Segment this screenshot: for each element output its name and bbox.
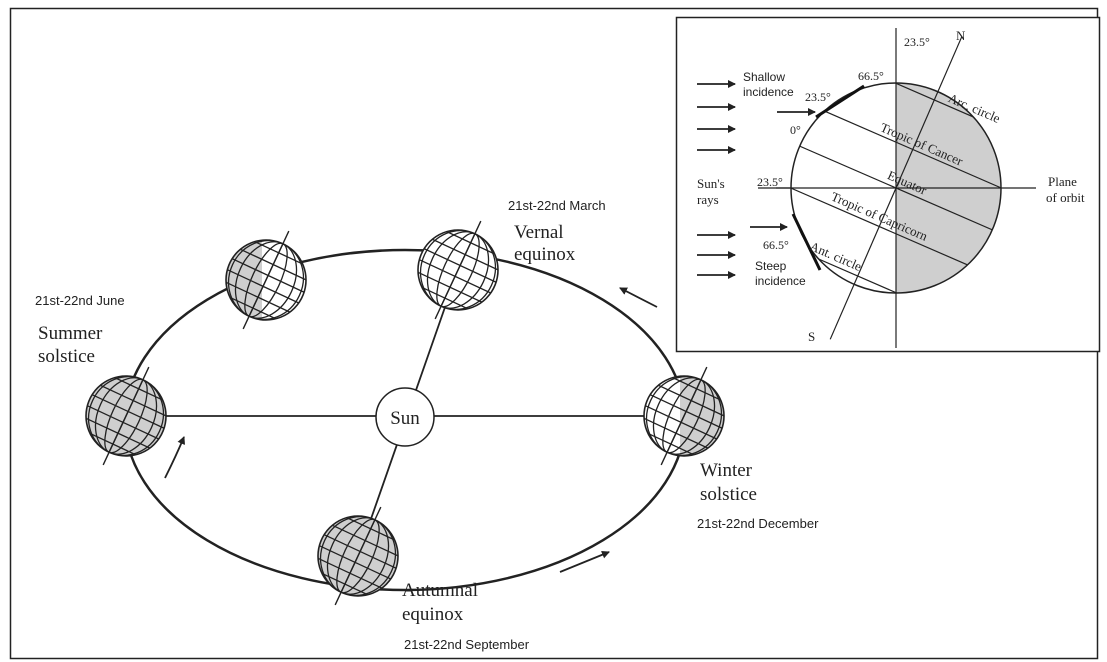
inset-panel: N S 23.5° 66.5° 23.5° 0° 23.5° 66.5° Sha… — [675, 16, 1101, 353]
earth-axis-line — [829, 36, 963, 340]
steep-incidence-line1: Steep — [755, 259, 787, 273]
globe-top-left — [225, 230, 307, 330]
winter-label-line2: solstice — [700, 484, 757, 505]
angle-0-label: 0° — [790, 123, 801, 137]
autumnal-date: 21st-22nd September — [404, 637, 530, 652]
vernal-label-line1: Vernal — [514, 222, 564, 243]
vernal-date: 21st-22nd March — [508, 198, 606, 213]
angle-top-label: 23.5° — [904, 35, 930, 49]
sun — [375, 387, 435, 447]
angle-665-lower-label: 66.5° — [763, 238, 789, 252]
winter-date: 21st-22nd December — [697, 516, 819, 531]
orbit-arrow-top-right — [619, 287, 658, 308]
sun-rays-label-line1: Sun's — [697, 176, 725, 191]
orbit-arrow-bottom — [559, 550, 610, 573]
shallow-incidence-surface — [815, 84, 865, 119]
summer-label-line2: solstice — [38, 346, 95, 367]
angle-235-mid-label: 23.5° — [757, 175, 783, 189]
orbit-arrow-left — [164, 436, 185, 479]
plane-of-orbit-label-line2: of orbit — [1046, 190, 1085, 205]
globe-vernal-equinox — [417, 220, 499, 320]
inset-earth — [776, 28, 1036, 348]
plane-of-orbit-label-line1: Plane — [1048, 174, 1077, 189]
shallow-incidence-line1: Shallow — [743, 70, 785, 84]
autumnal-label-line1: Autumnal — [402, 580, 478, 601]
steep-incidence-surface — [791, 213, 822, 271]
sun-rays-label-line2: rays — [697, 192, 719, 207]
summer-label-line1: Summer — [38, 323, 103, 344]
north-label: N — [956, 28, 966, 43]
winter-label-line1: Winter — [700, 460, 753, 481]
summer-date: 21st-22nd June — [35, 293, 125, 308]
globe-autumnal-equinox — [317, 506, 399, 606]
angle-235-upper-label: 23.5° — [805, 90, 831, 104]
steep-incidence-line2: incidence — [755, 274, 806, 288]
shallow-incidence-line2: incidence — [743, 85, 794, 99]
south-label: S — [808, 329, 815, 344]
angle-665-top-label: 66.5° — [858, 69, 884, 83]
autumnal-label-line2: equinox — [402, 604, 464, 625]
vernal-label-line2: equinox — [514, 244, 576, 265]
globe-summer-solstice — [85, 366, 167, 466]
sun-label: Sun — [390, 408, 420, 429]
sun-rays — [697, 80, 816, 279]
